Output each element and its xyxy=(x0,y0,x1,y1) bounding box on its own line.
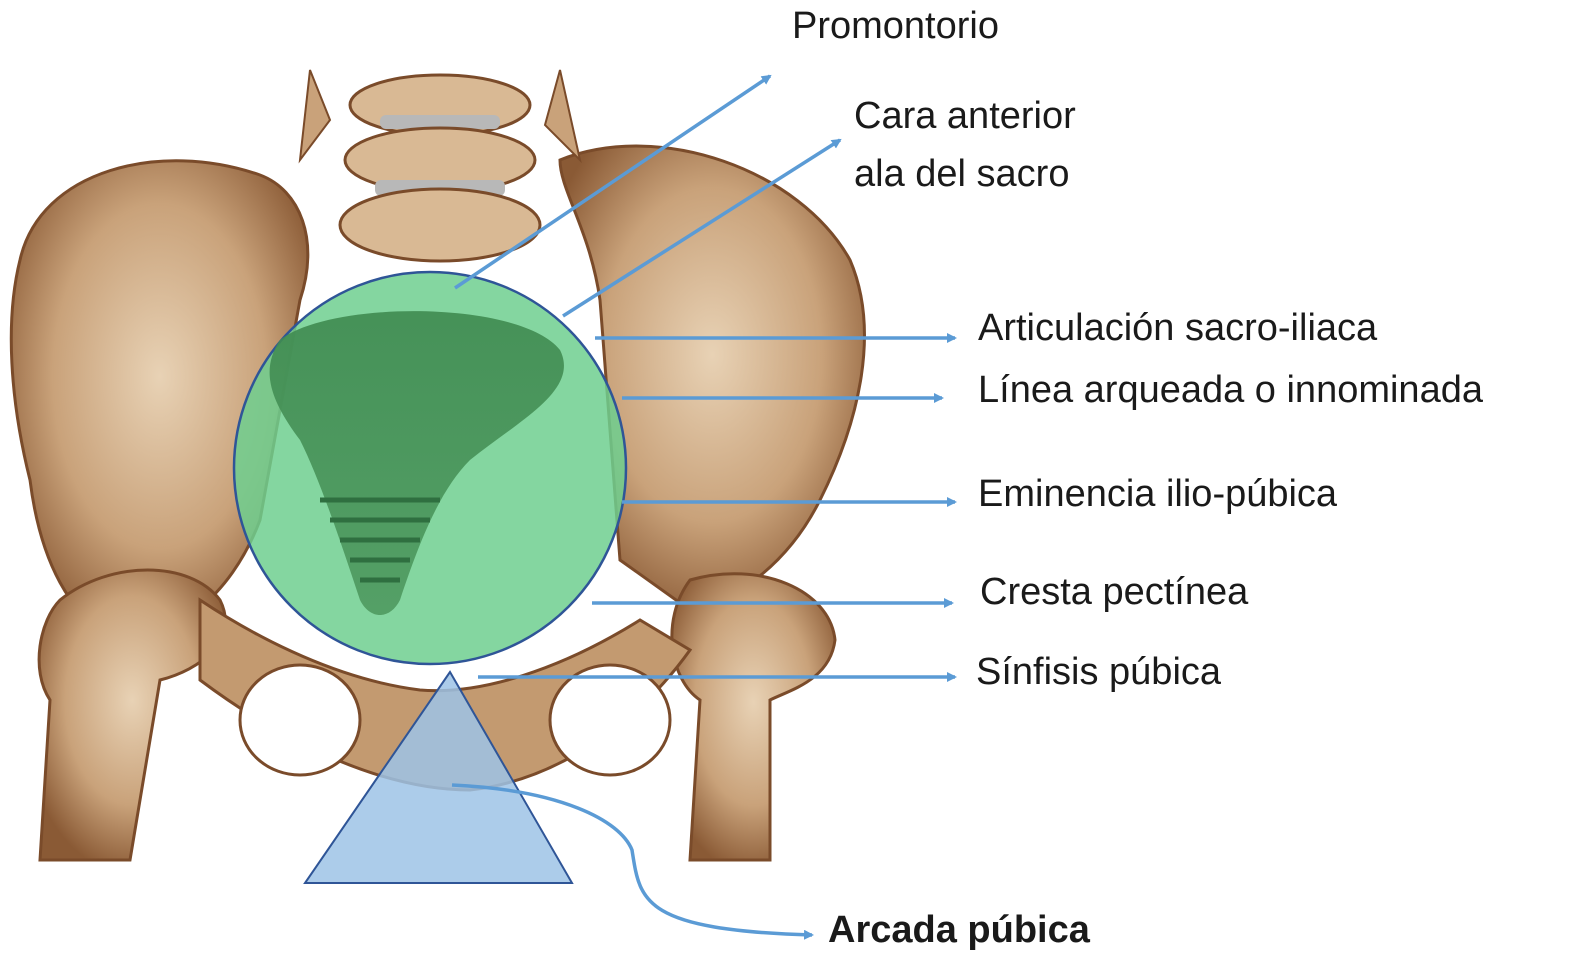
left-femur xyxy=(37,568,227,862)
left-obturator-foramen xyxy=(238,663,362,777)
pubic-arch-triangle xyxy=(303,670,574,884)
coccyx-segments xyxy=(320,497,440,583)
arrow-cara-anterior xyxy=(562,138,842,318)
label-arcada-pubica: Arcada púbica xyxy=(828,909,1090,951)
pelvic-inlet-highlight xyxy=(232,270,628,666)
arrow-promontorio xyxy=(454,74,772,290)
right-obturator-foramen xyxy=(548,663,672,777)
label-cara-anterior-line2: ala del sacro xyxy=(854,153,1070,195)
right-ilium xyxy=(558,144,866,612)
label-eminencia-ilio-pubica: Eminencia ilio-púbica xyxy=(978,473,1338,515)
label-cresta-pectinea: Cresta pectínea xyxy=(980,571,1249,613)
label-articulacion-sacro-iliaca: Articulación sacro-iliaca xyxy=(978,307,1378,349)
label-cara-anterior-line1: Cara anterior xyxy=(854,95,1076,137)
leader-lines xyxy=(451,74,957,940)
lumbar-vertebrae xyxy=(298,69,582,263)
label-linea-arqueada: Línea arqueada o innominada xyxy=(978,369,1483,411)
label-sinfisis-pubica: Sínfisis púbica xyxy=(976,651,1222,693)
right-femur xyxy=(670,572,837,862)
label-promontorio: Promontorio xyxy=(792,5,999,47)
arrow-arcada xyxy=(451,783,814,940)
